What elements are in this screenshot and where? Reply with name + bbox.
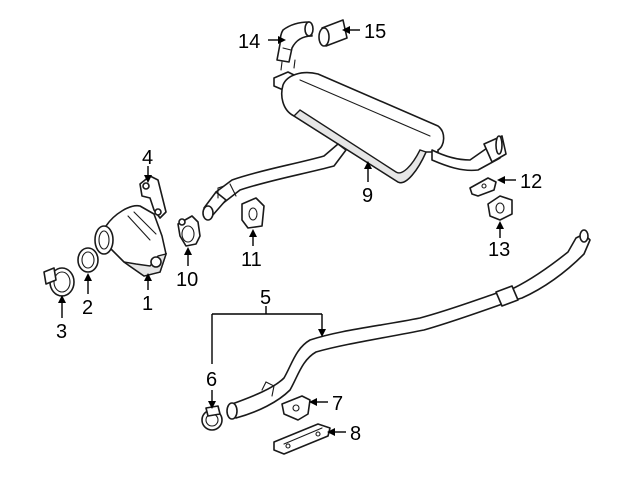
part-15-exhaust-tip[interactable] <box>318 19 348 47</box>
part-1-catalytic-converter[interactable] <box>94 204 168 277</box>
callout-2: 2 <box>82 297 93 319</box>
part-9-muffler-assembly[interactable] <box>202 59 507 221</box>
callout-6: 6 <box>206 369 217 391</box>
part-5-front-pipe[interactable] <box>226 229 591 420</box>
callout-13: 13 <box>488 239 510 261</box>
part-8-heat-shield[interactable] <box>273 423 331 455</box>
callout-5: 5 <box>260 287 271 309</box>
part-6-clamp[interactable] <box>201 405 223 431</box>
part-11-rubber-hanger[interactable] <box>241 197 265 229</box>
part-13-rubber-hanger[interactable] <box>487 195 513 221</box>
callout-1: 1 <box>142 293 153 315</box>
callout-9: 9 <box>362 185 373 207</box>
part-12-bracket[interactable] <box>469 177 497 197</box>
callout-10: 10 <box>176 269 198 291</box>
callout-7: 7 <box>332 393 343 415</box>
callout-labels: 14 15 4 1 2 3 10 11 9 12 13 5 6 7 8 <box>56 21 542 445</box>
part-7-bracket[interactable] <box>281 395 311 421</box>
callout-11: 11 <box>241 249 262 271</box>
part-3-clamp[interactable] <box>43 267 75 297</box>
callout-3: 3 <box>56 321 67 343</box>
callout-12: 12 <box>520 171 542 193</box>
callout-15: 15 <box>364 21 386 43</box>
part-4-bracket[interactable] <box>139 175 167 219</box>
callout-14: 14 <box>238 31 260 53</box>
callout-4: 4 <box>142 147 153 169</box>
leader-lines <box>58 26 516 436</box>
part-10-clamp[interactable] <box>177 215 201 247</box>
part-14-tailpipe-elbow[interactable] <box>276 21 314 63</box>
callout-8: 8 <box>350 423 361 445</box>
part-2-gasket[interactable] <box>77 247 99 273</box>
